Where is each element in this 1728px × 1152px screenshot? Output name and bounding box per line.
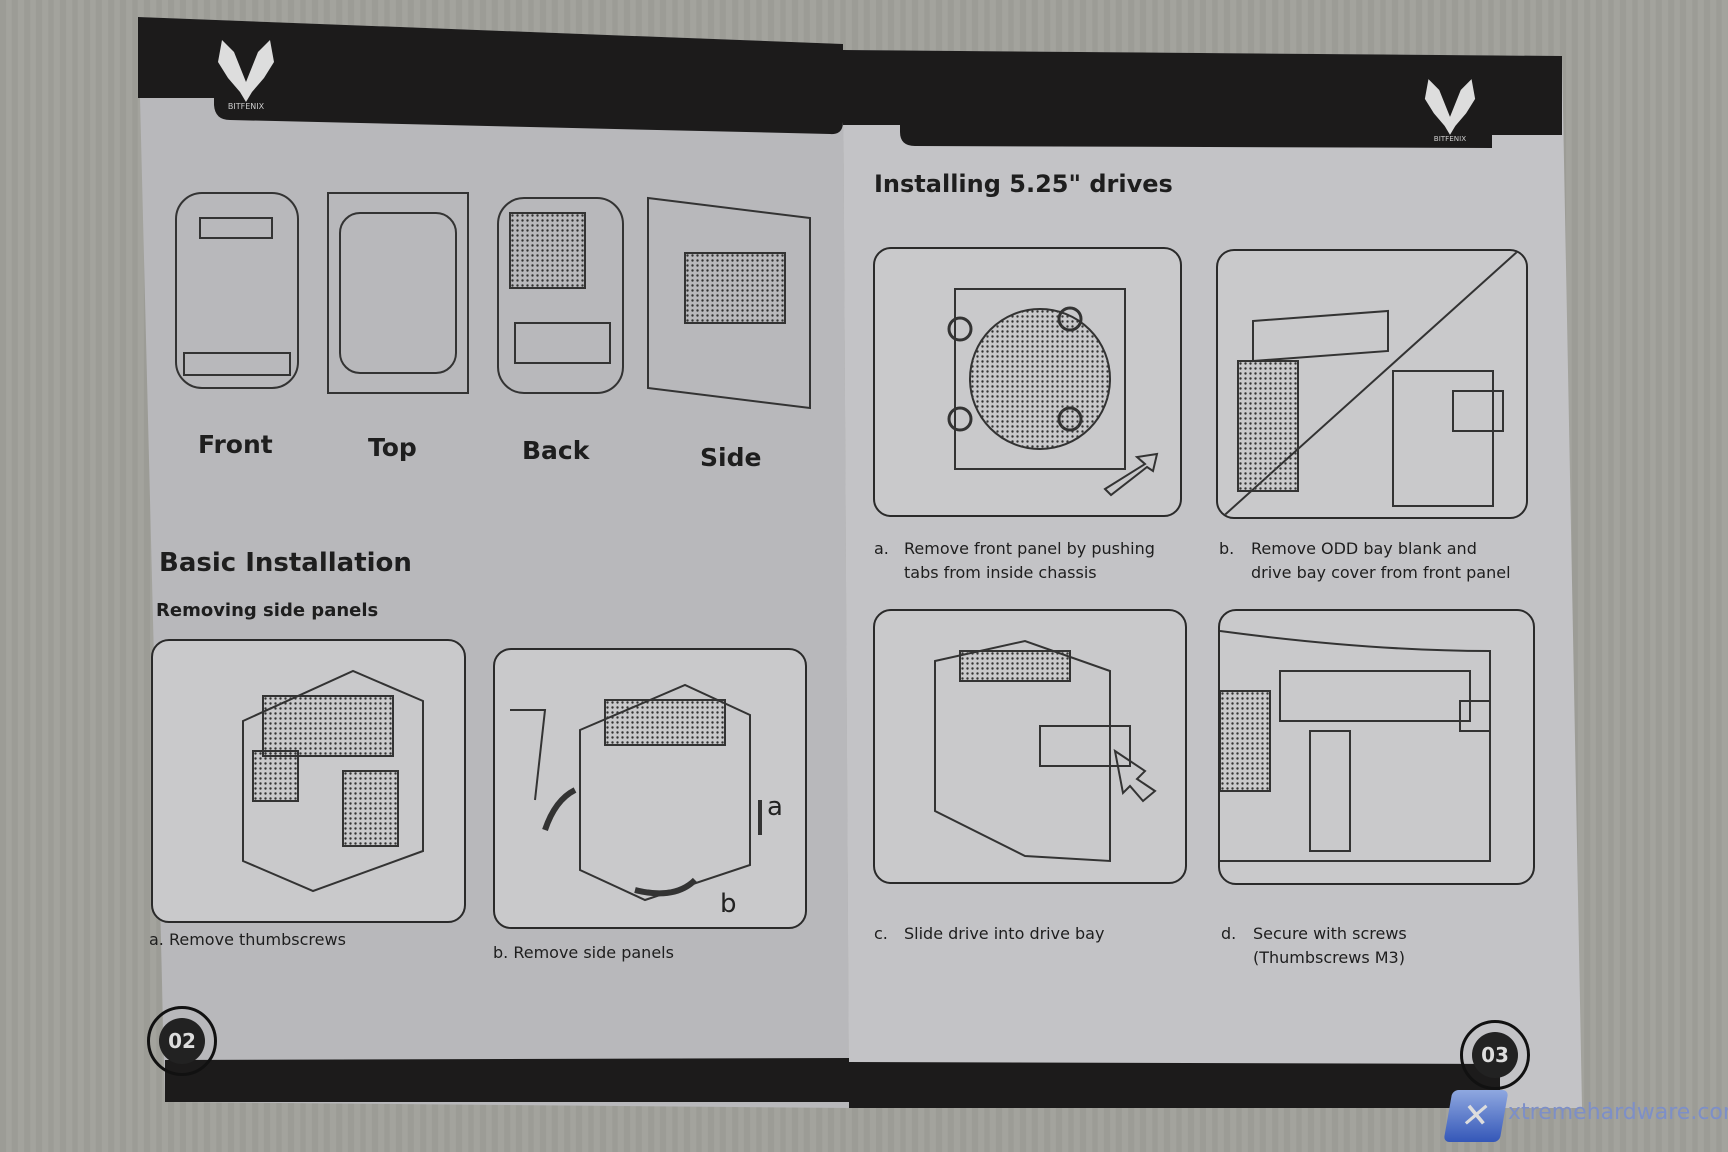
view-label-top: Top: [368, 433, 417, 462]
watermark-x-logo-icon: ✕: [1443, 1090, 1509, 1142]
caption-c-letter: c.: [874, 924, 888, 943]
side-view-icon: [647, 196, 811, 410]
arrow-label-b: b: [720, 889, 737, 919]
caption-a: Remove front panel by pushing tabs from …: [904, 539, 1155, 582]
section-title-basic-installation: Basic Installation: [159, 548, 412, 578]
figure-slide-drive: [873, 609, 1187, 884]
case-views-drawing: [175, 192, 811, 410]
caption-b: Remove ODD bay blank and drive bay cover…: [1251, 539, 1511, 582]
top-view-icon: [327, 192, 469, 394]
figure-remove-front-panel: [873, 247, 1182, 517]
arrow-label-a: a: [767, 792, 783, 822]
figure-remove-side-panels: a b: [493, 648, 807, 929]
caption-c: Slide drive into drive bay: [904, 924, 1105, 943]
figure-remove-odd-bay-blank: [1216, 249, 1528, 519]
caption-d: Secure with screws (Thumbscrews M3): [1253, 924, 1407, 967]
svg-text:BITFENIX: BITFENIX: [1434, 134, 1466, 142]
view-label-side: Side: [700, 443, 762, 472]
brand-text: BITFENIX: [228, 102, 265, 110]
section-title-installing-drives: Installing 5.25" drives: [874, 170, 1173, 198]
caption-remove-side-panels: b. Remove side panels: [493, 943, 674, 962]
page-number-badge-right: 03: [1460, 1020, 1530, 1090]
caption-a-letter: a.: [874, 539, 889, 558]
caption-b-letter: b.: [1219, 539, 1235, 558]
back-view-icon: [497, 197, 624, 394]
view-label-back: Back: [522, 436, 590, 465]
figure-secure-screws: [1218, 609, 1535, 885]
bitfenix-logo-right: BITFENIX: [1424, 79, 1476, 142]
subsection-title: Removing side panels: [156, 600, 379, 621]
page-number-badge-left: 02: [147, 1006, 217, 1076]
bitfenix-logo-left: BITFENIX: [218, 40, 274, 110]
view-label-front: Front: [198, 430, 273, 459]
watermark-text: xtremehardware.com: [1508, 1100, 1728, 1125]
caption-remove-thumbscrews: a. Remove thumbscrews: [149, 930, 346, 949]
front-view-icon: [175, 192, 299, 389]
caption-d-letter: d.: [1221, 924, 1237, 943]
figure-remove-thumbscrews: [151, 639, 466, 923]
